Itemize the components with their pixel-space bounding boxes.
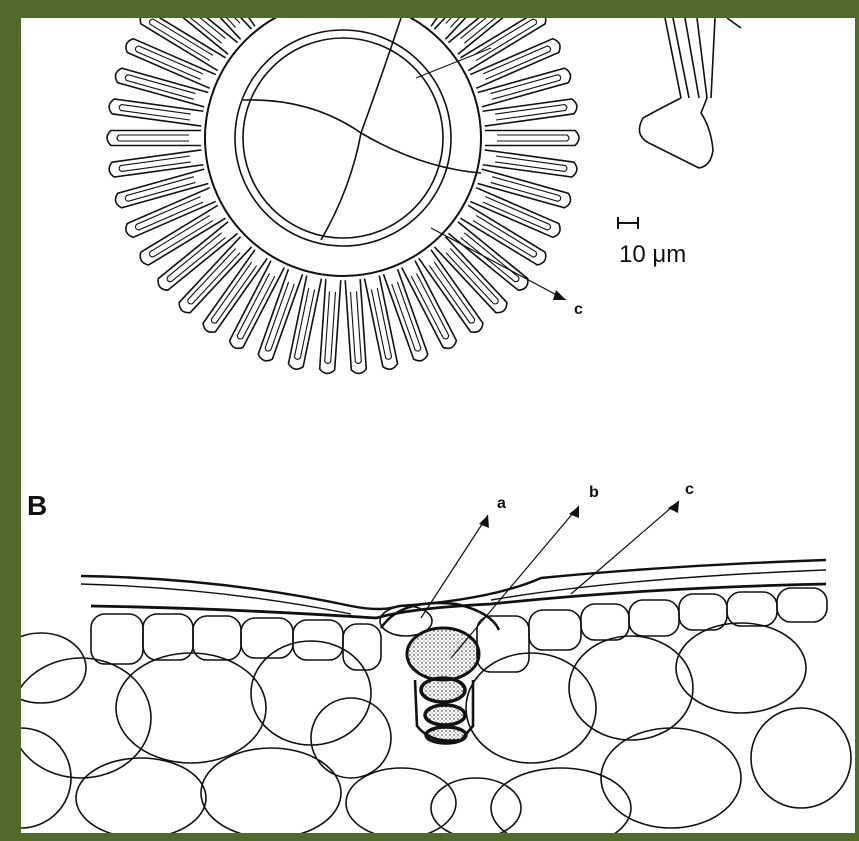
- parenchyma-cell: [76, 758, 206, 833]
- central-cell-mass: [235, 30, 451, 246]
- epidermal-cell: [629, 600, 679, 636]
- parenchyma-cell: [466, 653, 596, 763]
- palisade-cell: [179, 237, 251, 313]
- palisade-cell-lumen: [429, 262, 474, 323]
- palisade-cell: [288, 276, 321, 370]
- palisade-cell-lumen: [411, 273, 449, 339]
- palisade-cell-lumen: [446, 249, 498, 304]
- palisade-cell-lumen: [167, 233, 225, 282]
- label-b-group: b: [451, 484, 599, 658]
- epidermal-cell: [91, 614, 143, 664]
- parenchyma-cell: [201, 748, 341, 833]
- palisade-cell: [320, 279, 341, 373]
- palisade-cell: [345, 279, 366, 373]
- palisade-cell-lumen: [119, 105, 191, 120]
- epidermal-cell: [477, 616, 529, 672]
- parenchyma-cell: [21, 658, 151, 778]
- palisade-cell-lumen: [461, 233, 519, 282]
- scale-bar: [618, 217, 638, 229]
- palisade-cell-lumen: [188, 249, 240, 304]
- svg-text:a: a: [497, 495, 506, 512]
- botanical-drawing: c 10 μm B: [21, 18, 855, 833]
- epidermal-cell: [727, 592, 777, 626]
- epidermal-cell: [241, 618, 293, 658]
- epidermal-cell: [343, 624, 381, 670]
- palisade-cell-lumen: [211, 262, 256, 323]
- palisade-cell-lumen: [325, 291, 336, 363]
- panel-b-epidermis-section: B a b: [21, 481, 851, 833]
- parenchyma-cell: [751, 708, 851, 808]
- epidermal-cell: [529, 610, 581, 650]
- parenchyma-cell: [676, 623, 806, 713]
- parenchyma-cell: [116, 653, 266, 763]
- palisade-cell-lumen: [117, 135, 189, 141]
- detached-cell: [639, 18, 741, 168]
- palisade-cell: [485, 131, 579, 146]
- parenchyma-cell: [311, 698, 391, 778]
- palisade-cell-lumen: [237, 273, 275, 339]
- palisade-cell-lumen: [495, 105, 567, 120]
- svg-text:c: c: [685, 481, 694, 498]
- panel-b-letter: B: [27, 490, 47, 521]
- panel-a-label-c: c: [574, 301, 583, 318]
- palisade-cell: [434, 237, 506, 313]
- palisade-cell-lumen: [497, 135, 569, 141]
- stippled-cell: [407, 628, 479, 680]
- figure-frame: c 10 μm B: [21, 18, 855, 833]
- palisade-cell: [365, 276, 398, 370]
- parenchyma-cell: [569, 636, 693, 740]
- parenchyma-cell: [251, 641, 371, 745]
- epidermal-cell: [777, 588, 827, 622]
- scale-bar-label: 10 μm: [619, 241, 686, 268]
- parenchyma-cell: [21, 633, 86, 703]
- parenchyma-cell: [346, 768, 456, 833]
- central-cell-inner-wall: [243, 38, 443, 238]
- parenchyma-cell: [491, 768, 631, 833]
- panel-a-cross-section: c 10 μm: [107, 18, 741, 373]
- epidermal-cell: [293, 620, 343, 660]
- parenchyma-cell: [601, 728, 741, 828]
- palisade-cell-lumen: [351, 291, 362, 363]
- palisade-cell-lumen: [495, 156, 567, 171]
- panel-a-arrowhead-c: [553, 290, 566, 300]
- svg-text:b: b: [589, 484, 599, 501]
- palisade-cell: [107, 131, 201, 146]
- parenchyma-cell: [21, 728, 71, 828]
- epidermal-cell: [581, 604, 629, 640]
- palisade-cell: [158, 222, 237, 290]
- palisade-cell: [448, 222, 527, 290]
- palisade-cell-lumen: [119, 156, 191, 171]
